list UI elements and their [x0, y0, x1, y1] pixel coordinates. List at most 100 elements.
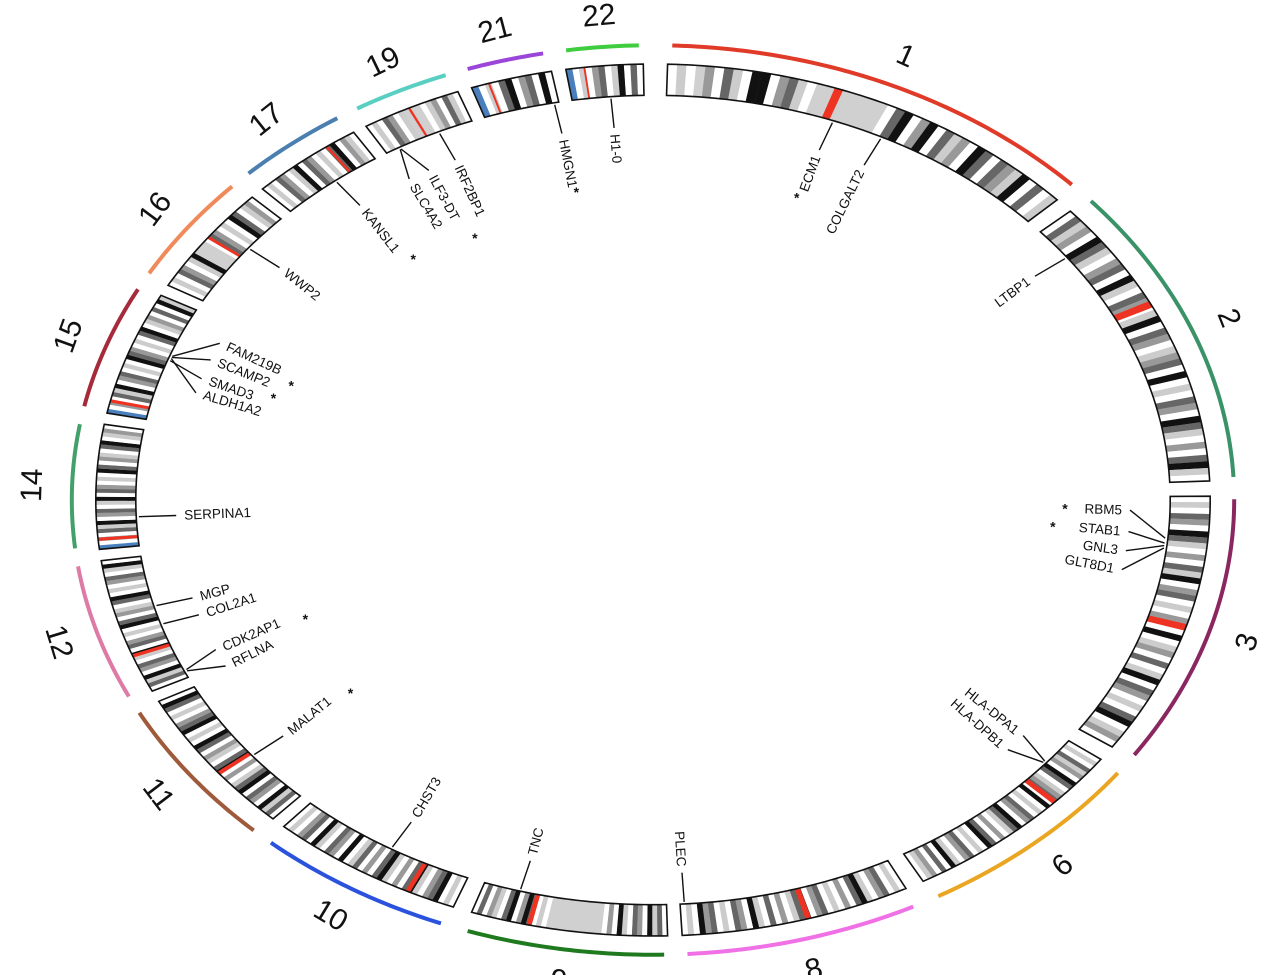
cytoband [136, 652, 176, 669]
cytoband [1056, 750, 1091, 774]
cytoband [831, 878, 852, 910]
cytoband [842, 875, 863, 906]
cytoband [411, 864, 434, 895]
cytoband [636, 904, 643, 936]
significance-star: * [410, 251, 416, 267]
ideogram-outline [470, 70, 560, 119]
cytoband [139, 326, 179, 343]
cytoband [1167, 454, 1209, 465]
cytoband [1087, 263, 1126, 286]
gene-gnl3: GNL3 [1082, 538, 1165, 557]
cytoband [119, 371, 159, 385]
cytoband [189, 725, 227, 747]
cytoband [719, 67, 735, 100]
cytoband [413, 104, 437, 135]
cytoband [1090, 710, 1129, 733]
cytoband [97, 530, 138, 538]
cytoband [1105, 691, 1144, 712]
chromosome-label-12: 12 [38, 621, 79, 663]
cytoband [847, 95, 872, 128]
gene-rbm5: RBM5* [1062, 501, 1166, 539]
gene-connector-line [520, 860, 531, 890]
cytoband [144, 318, 183, 336]
cytoband [1050, 221, 1087, 246]
gene-connector-line [138, 514, 177, 518]
cytoband [740, 898, 754, 930]
significance-star: * [288, 377, 294, 393]
cytoband [366, 123, 392, 154]
gene-kansl1: KANSL1* [336, 181, 416, 267]
cytoband [339, 137, 367, 166]
cytoband [202, 738, 239, 761]
cytoband [903, 851, 928, 882]
chromosome-arc-9 [467, 929, 665, 957]
cytoband [262, 185, 295, 212]
cytoband [968, 818, 997, 846]
cytoband [515, 892, 531, 924]
cytoband [264, 790, 297, 816]
cytoband [1059, 747, 1095, 770]
cytoband [745, 71, 763, 104]
centromere-mark [794, 888, 812, 920]
cytoband [991, 802, 1023, 830]
gene-connector-line [554, 104, 563, 134]
gene-label: TNC [525, 826, 547, 857]
cytoband [424, 100, 447, 131]
cytoband [1094, 706, 1133, 728]
cytoband [114, 605, 155, 618]
cytoband [212, 229, 248, 253]
chromosome-label-21: 21 [474, 10, 515, 50]
cytoband [437, 873, 458, 904]
cytoband [943, 832, 971, 861]
cytoband [788, 79, 809, 112]
chromosome-15 [105, 294, 198, 421]
chromosome-color-arcs [69, 43, 1237, 957]
cytoband [938, 834, 966, 864]
cytoband [96, 523, 137, 530]
cytoband [127, 350, 168, 366]
cytoband [1169, 512, 1210, 521]
chromosome-label-16: 16 [132, 186, 178, 232]
cytoband [279, 173, 311, 200]
centromere-mark [487, 83, 502, 114]
cytoband [491, 81, 510, 113]
cytoband [1111, 681, 1151, 702]
gene-label: COLGALT2 [823, 167, 867, 236]
gene-tnc: TNC [520, 826, 547, 890]
chromosome-label-22: 22 [581, 0, 617, 34]
cytoband [517, 75, 534, 108]
cytoband [101, 432, 143, 441]
cytoband [1166, 545, 1207, 556]
cytoband [1165, 441, 1207, 452]
cytoband [1151, 383, 1193, 398]
cytoband [550, 897, 563, 930]
cytoband [371, 121, 397, 151]
chromosome-arc-19 [356, 73, 447, 111]
cytoband [1107, 291, 1147, 313]
cytoband [155, 299, 195, 318]
cytoband [940, 137, 971, 168]
significance-star: * [1062, 501, 1068, 517]
chromosome-label-17: 17 [243, 96, 290, 143]
ideogram-outline [679, 859, 908, 937]
cytoband [102, 428, 143, 438]
cytoband [572, 67, 585, 100]
cytoband [530, 894, 544, 927]
cytoband [1079, 724, 1117, 748]
gene-label: H1-0 [607, 133, 624, 163]
cytoband [245, 775, 279, 801]
cytoband [855, 98, 880, 131]
cytoband [124, 627, 164, 642]
gene-connector-line [391, 821, 412, 848]
cytoband [780, 77, 800, 110]
cytoband [1052, 753, 1088, 777]
cytoband [172, 704, 210, 725]
cytoband [1091, 269, 1131, 292]
cytoband [910, 121, 939, 153]
gene-label: SERPINA1 [184, 505, 251, 523]
cytoband [1161, 567, 1203, 579]
ideogram-outline [157, 685, 302, 820]
cytoband [376, 851, 401, 881]
ideogram-outline [100, 555, 190, 693]
